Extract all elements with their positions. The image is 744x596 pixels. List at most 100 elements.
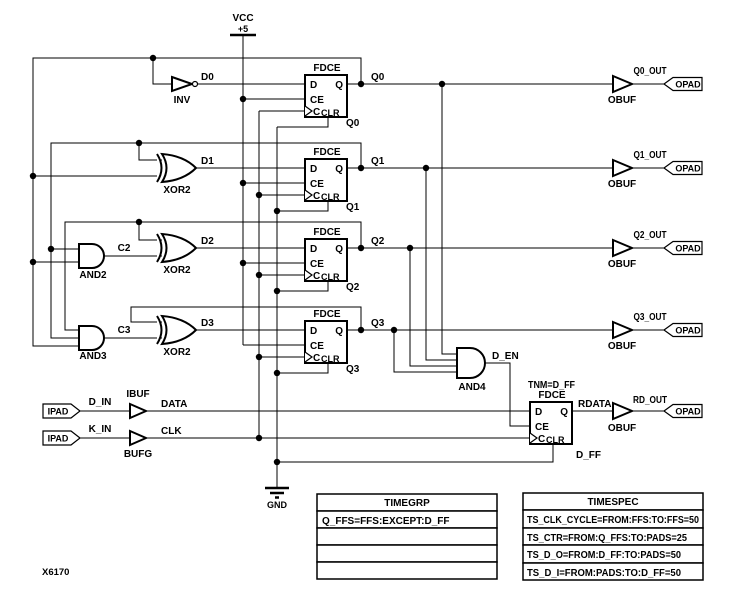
obuf-triangle-3 — [612, 320, 635, 340]
timegrp-row-0: Q_FFS=FFS:EXCEPT:D_FF — [322, 516, 450, 527]
obuf-triangle-1 — [612, 158, 635, 178]
gnd-symbol: GND — [265, 486, 289, 510]
fdce-box-dff — [529, 401, 573, 445]
net-label-d-en: D_EN — [492, 351, 519, 362]
junction-dots — [29, 54, 446, 466]
pin-d-1: D — [310, 164, 317, 175]
obuf-triangle-0 — [612, 74, 635, 94]
ipad-label-clk: IPAD — [48, 434, 69, 444]
net-label-d0: D0 — [201, 72, 214, 83]
xor2-gate-3-backarc — [156, 315, 163, 345]
counter-row-3: AND3 C3 XOR2 D3 FDCE D CE C CLR Q Q3 Q3 … — [78, 309, 703, 375]
net-label-q3-out: Q3_OUT — [634, 312, 667, 323]
opad-label-rd: OPAD — [675, 407, 701, 417]
net-label-rdata: RDATA — [578, 399, 612, 410]
obuf-label-0: OBUF — [608, 95, 636, 106]
bufg-label: BUFG — [124, 449, 153, 460]
clock-wedge-icon — [304, 269, 314, 281]
timespec-row-3: TS_D_I=FROM:PADS:TO:D_FF=50 — [527, 568, 681, 579]
net-label-q3: Q3 — [371, 318, 385, 329]
xor2-gate-1 — [160, 152, 198, 184]
pin-clr-dff: CLR — [546, 435, 565, 445]
pin-c-1: C — [313, 191, 320, 202]
clock-wedge-icon — [304, 351, 314, 363]
ipad-label-data: IPAD — [48, 407, 69, 417]
gnd-label: GND — [267, 500, 288, 510]
clock-input: IPAD K_IN BUFG CLK — [42, 424, 182, 460]
instance-label-q0: Q0 — [346, 118, 360, 129]
pin-ce-1: CE — [310, 179, 324, 190]
timespec-row-2: TS_D_O=FROM:D_FF:TO:PADS=50 — [527, 550, 681, 561]
tnm-attribute-label: TNM=D_FF — [528, 380, 575, 391]
pin-ce-dff: CE — [535, 422, 549, 433]
clock-wedge-icon — [304, 105, 314, 117]
vcc-value-label: +5 — [238, 24, 248, 34]
bufg-triangle — [129, 429, 149, 447]
pin-c-2: C — [313, 271, 320, 282]
counter-row-2: AND2 C2 XOR2 D2 FDCE D CE C CLR Q Q2 Q2 … — [78, 227, 703, 293]
obuf-label-rd: OBUF — [608, 423, 636, 434]
opad-symbol-3 — [662, 322, 703, 338]
pin-q-3: Q — [335, 326, 343, 337]
net-label-d-in: D_IN — [89, 397, 112, 408]
pin-clr-3: CLR — [321, 354, 340, 364]
pin-d-2: D — [310, 244, 317, 255]
and2-gate — [78, 243, 105, 269]
vcc-label: VCC — [232, 13, 253, 24]
counter-row-0: INV D0 FDCE D CE C CLR Q Q0 Q0 OBUF Q0_O… — [171, 63, 703, 129]
pin-c-0: C — [313, 107, 320, 118]
timegrp-title: TIMEGRP — [384, 498, 430, 509]
pin-q-1: Q — [335, 164, 343, 175]
fdce-box-1 — [304, 158, 348, 202]
pin-clr-1: CLR — [321, 192, 340, 202]
opad-symbol-1 — [662, 160, 703, 176]
net-label-rd-out: RD_OUT — [633, 395, 667, 406]
opad-label-1: OPAD — [675, 164, 701, 174]
timespec-row-0: TS_CLK_CYCLE=FROM:FFS:TO:FFS=50 — [527, 515, 699, 526]
xor2-label-3: XOR2 — [163, 347, 191, 358]
net-label-d3: D3 — [201, 318, 214, 329]
instance-label-dff: D_FF — [576, 450, 601, 461]
net-label-d2: D2 — [201, 236, 214, 247]
timespec-row-1: TS_CTR=FROM:Q_FFS:TO:PADS=25 — [527, 533, 687, 544]
obuf-label-2: OBUF — [608, 259, 636, 270]
net-label-k-in: K_IN — [89, 424, 112, 435]
net-label-q0: Q0 — [371, 72, 385, 83]
clock-wedge-icon — [529, 432, 539, 444]
instance-label-q3: Q3 — [346, 364, 360, 375]
and2-label: AND2 — [79, 270, 107, 281]
dff-section: TNM=D_FF FDCE D CE C CLR Q D_FF RDATA OB… — [528, 380, 703, 461]
pin-clr-2: CLR — [321, 272, 340, 282]
net-label-q1-out: Q1_OUT — [634, 150, 667, 161]
timespec-title: TIMESPEC — [587, 497, 638, 508]
obuf-label-3: OBUF — [608, 341, 636, 352]
ipad-symbol-clk — [42, 430, 81, 446]
obuf-triangle-2 — [612, 238, 635, 258]
fdce-box-0 — [304, 74, 348, 118]
pin-ce-2: CE — [310, 259, 324, 270]
inv-label: INV — [174, 95, 191, 106]
and4-gate — [456, 347, 486, 379]
xor2-label-2: XOR2 — [163, 265, 191, 276]
xor2-gate-1-backarc — [156, 153, 163, 183]
pin-q-0: Q — [335, 80, 343, 91]
pin-d-3: D — [310, 326, 317, 337]
counter-row-1: XOR2 D1 FDCE D CE C CLR Q Q1 Q1 OBUF Q1_… — [156, 147, 703, 213]
net-label-q1: Q1 — [371, 156, 385, 167]
fdce-box-3 — [304, 320, 348, 364]
pin-ce-0: CE — [310, 95, 324, 106]
ipad-symbol-data — [42, 403, 81, 419]
opad-symbol-rd — [662, 403, 703, 419]
clock-wedge-icon — [304, 189, 314, 201]
and4-detector: AND4 D_EN — [456, 347, 519, 393]
net-label-clk: CLK — [161, 426, 182, 437]
and3-gate — [78, 325, 105, 351]
opad-label-0: OPAD — [675, 80, 701, 90]
net-label-q0-out: Q0_OUT — [634, 66, 667, 77]
inv-gate — [171, 75, 196, 93]
net-label-d1: D1 — [201, 156, 214, 167]
and4-label: AND4 — [458, 382, 486, 393]
pin-q-2: Q — [335, 244, 343, 255]
net-label-c3: C3 — [118, 325, 131, 336]
